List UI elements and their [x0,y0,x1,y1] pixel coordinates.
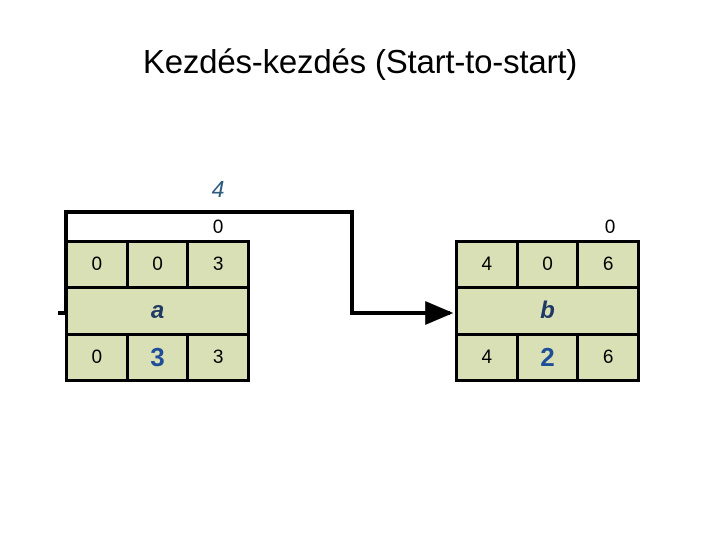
activity-b-total-float: 0 [515,243,577,287]
activity-b-late-finish: 6 [576,335,637,379]
lag-label-right: 0 [604,217,616,238]
activity-a-duration: 3 [125,335,187,379]
activity-b-name-row: b [458,289,637,336]
page-title: Kezdés-kezdés (Start-to-start) [142,43,578,80]
activity-box-b[interactable]: 4 0 6 b 4 2 6 [455,240,640,382]
activity-b-bottom-row: 4 2 6 [458,335,637,379]
activity-b-top-row: 4 0 6 [458,243,637,290]
activity-b-name: b [540,296,555,324]
activity-a-top-row: 0 0 3 [68,243,247,290]
activity-b-early-finish: 6 [576,243,637,287]
activity-a-early-finish: 3 [186,243,247,287]
activity-b-late-start: 4 [481,346,493,368]
activity-a-name-row: a [68,289,247,336]
duration-label-top: 4 [211,176,225,202]
activity-b-early-start: 4 [481,254,493,276]
activity-a-total-float: 0 [125,243,187,287]
activity-a-late-start: 0 [91,346,103,368]
activity-box-a[interactable]: 0 0 3 a 0 3 3 [65,240,250,382]
activity-a-late-finish: 3 [186,335,247,379]
lag-label-left: 0 [212,217,224,238]
activity-a-bottom-row: 0 3 3 [68,335,247,379]
activity-a-name: a [150,296,165,324]
activity-b-duration: 2 [515,335,577,379]
activity-a-early-start: 0 [91,254,103,276]
